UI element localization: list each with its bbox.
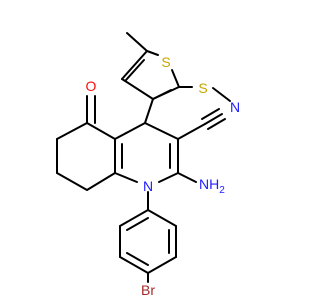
bond bbox=[126, 217, 149, 231]
atom-label-s-chain: S bbox=[198, 80, 207, 96]
molecule-structure: S S N O NH2 N Br bbox=[56, 32, 240, 298]
bond bbox=[121, 50, 148, 80]
bond-network bbox=[56, 32, 231, 283]
bond bbox=[204, 113, 223, 125]
bond bbox=[114, 122, 146, 140]
bond bbox=[119, 256, 149, 274]
atom-label-n-ring: N bbox=[143, 178, 153, 194]
bond bbox=[114, 172, 138, 183]
bond bbox=[144, 122, 179, 140]
bond bbox=[201, 108, 220, 120]
bond bbox=[177, 172, 197, 183]
bond bbox=[158, 172, 179, 183]
bond bbox=[56, 122, 88, 140]
bond bbox=[125, 59, 145, 81]
bond bbox=[147, 256, 177, 274]
bond bbox=[212, 87, 231, 102]
bond bbox=[144, 98, 154, 124]
bond bbox=[56, 172, 88, 191]
bond bbox=[147, 209, 177, 227]
bond bbox=[146, 50, 159, 56]
bond bbox=[121, 78, 154, 100]
bond bbox=[86, 122, 116, 140]
bond bbox=[177, 123, 206, 140]
bond bbox=[171, 69, 180, 88]
bond bbox=[119, 209, 149, 227]
bond bbox=[126, 252, 149, 266]
atom-label-nh2: NH2 bbox=[199, 176, 225, 196]
atom-label-s-ring: S bbox=[161, 54, 170, 70]
bond bbox=[207, 118, 226, 130]
atom-label-o-keto: O bbox=[86, 78, 97, 94]
atom-label-br: Br bbox=[141, 282, 155, 298]
atom-label-n-nitrile: N bbox=[230, 99, 240, 115]
bond bbox=[86, 172, 116, 191]
nh2-subscript: 2 bbox=[219, 185, 225, 196]
nh2-main: NH bbox=[199, 176, 219, 192]
bond bbox=[126, 32, 148, 52]
bond bbox=[152, 89, 172, 100]
